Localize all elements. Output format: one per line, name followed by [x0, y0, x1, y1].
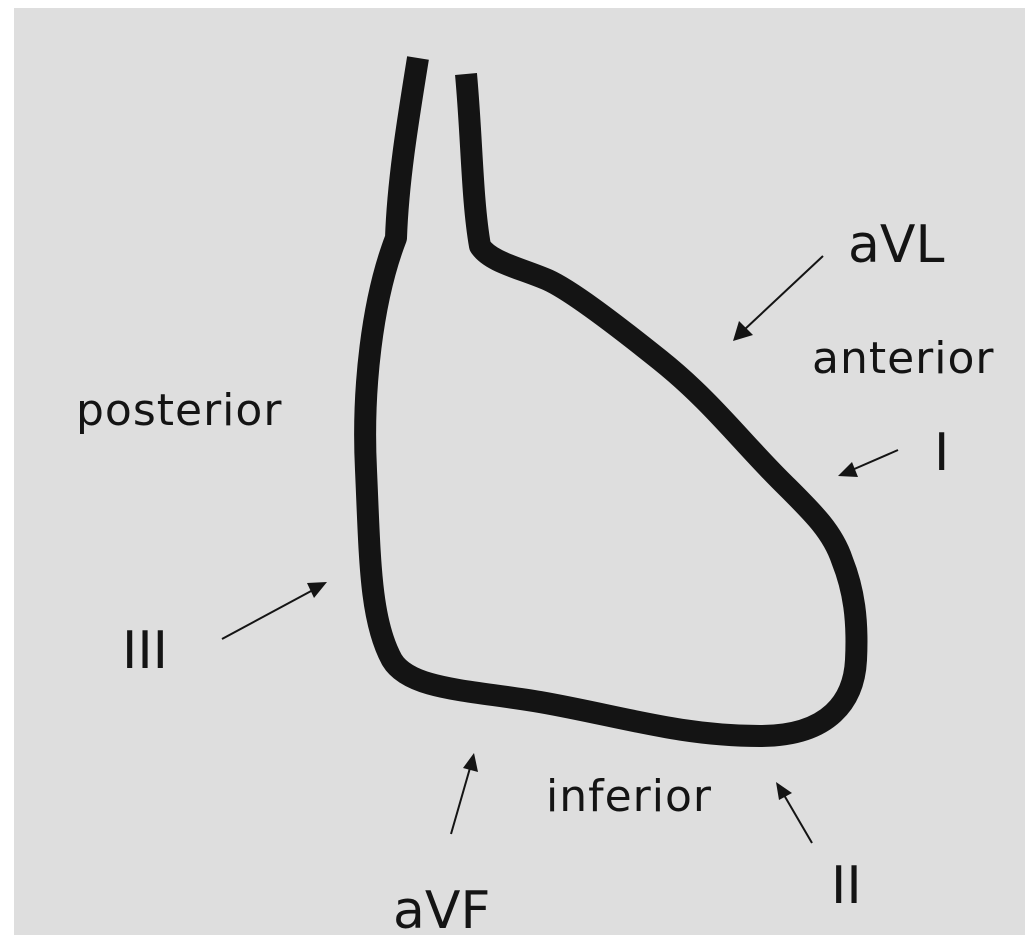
label-lead-i: I: [934, 423, 949, 483]
label-anterior: anterior: [812, 333, 995, 384]
label-lead-ii: II: [831, 856, 862, 916]
label-inferior: inferior: [546, 771, 712, 822]
diagram-background: [14, 8, 1025, 935]
label-lead-iii: III: [122, 621, 168, 681]
label-avf: aVF: [393, 881, 490, 937]
label-avl: aVL: [848, 215, 944, 275]
label-posterior: posterior: [76, 385, 282, 436]
